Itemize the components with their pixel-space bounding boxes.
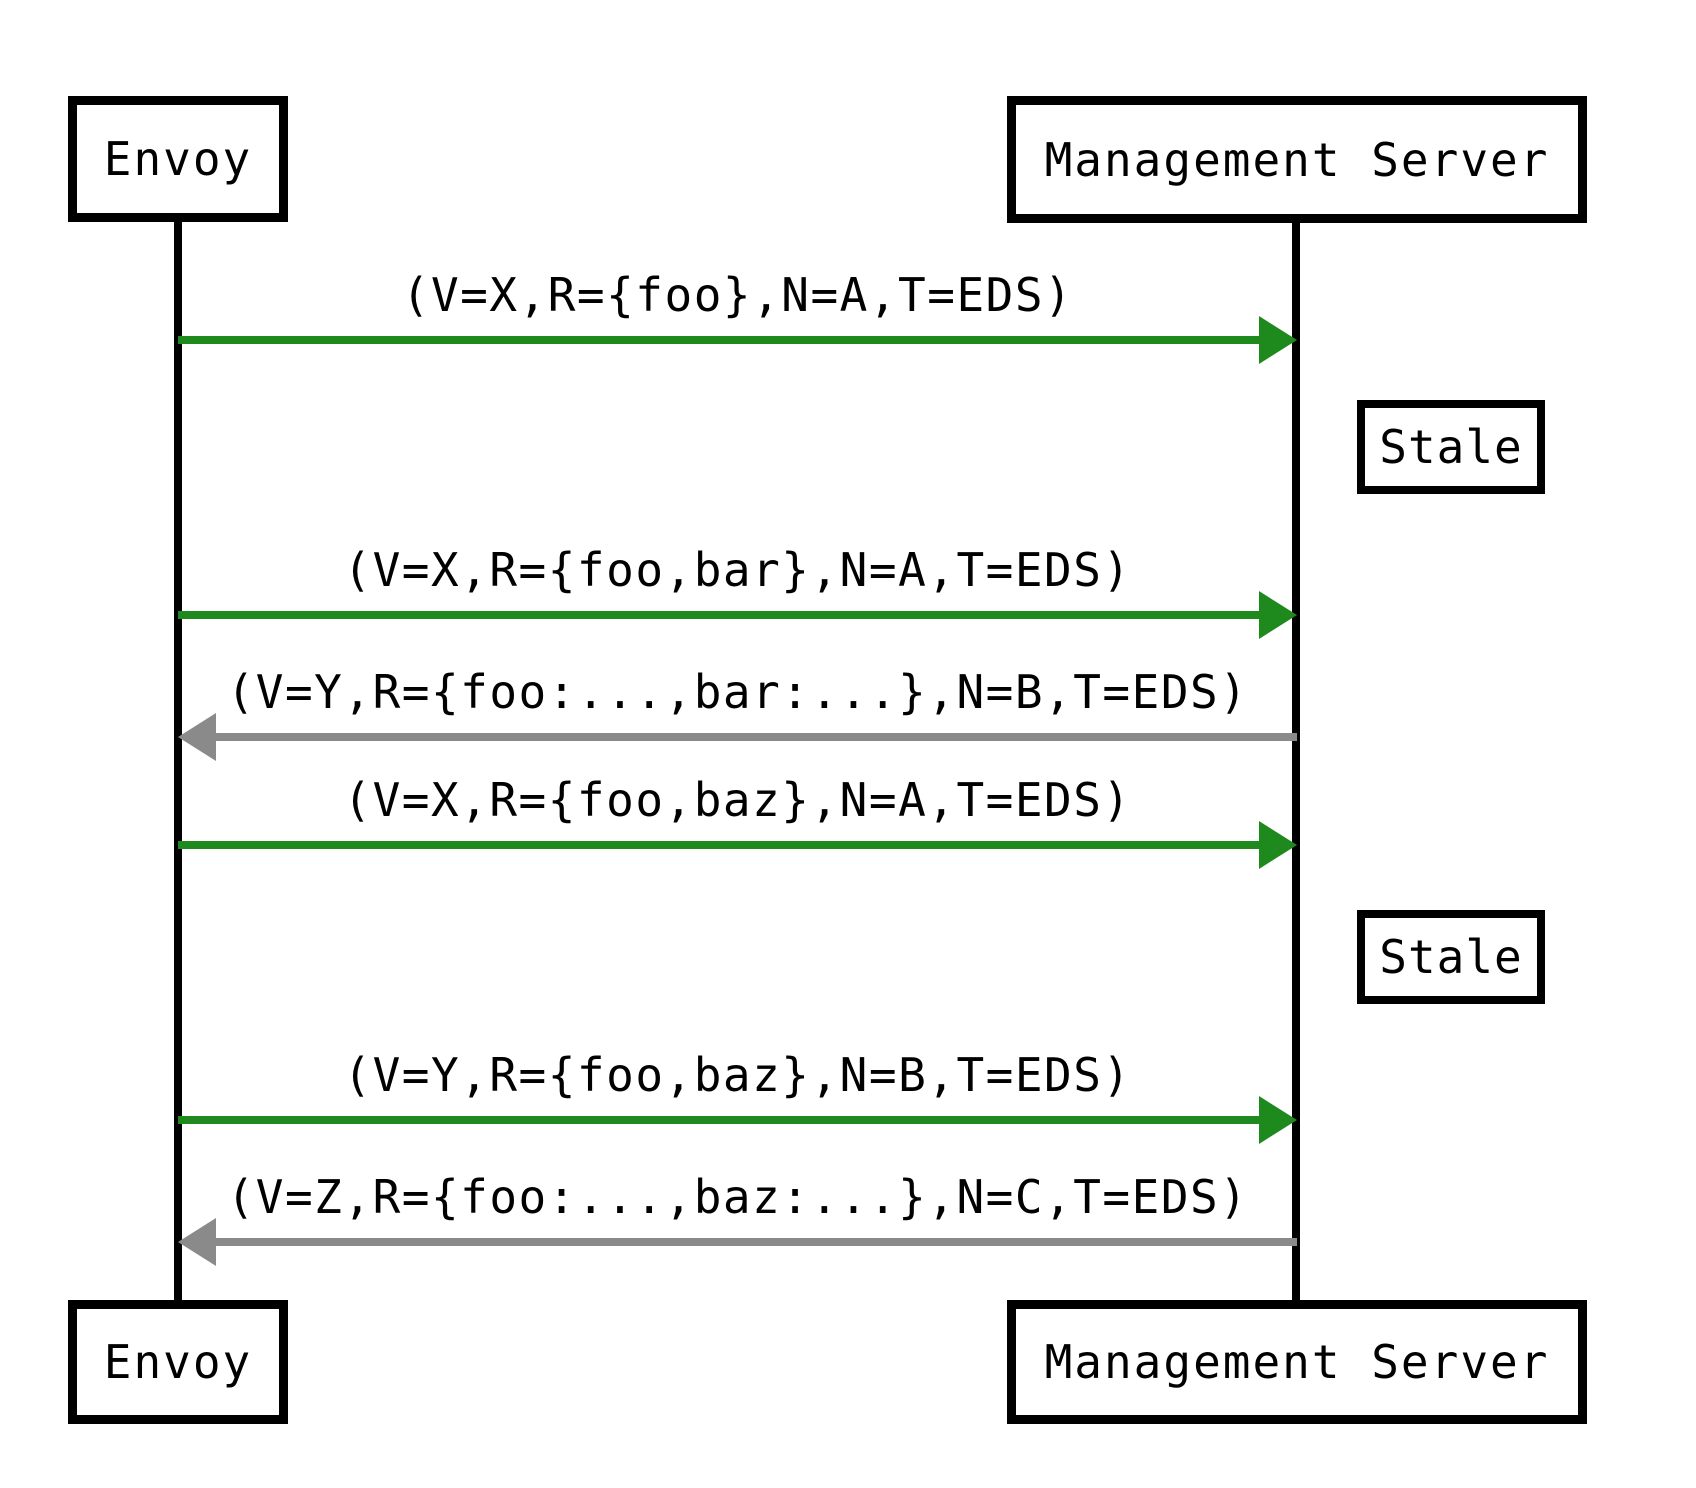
- lifeline-envoy: [174, 220, 182, 1302]
- actor-label-management-server-bottom: Management Server: [1044, 1335, 1550, 1389]
- arrowhead-right-icon: [1259, 821, 1297, 869]
- message-arrow-response: [178, 1218, 1297, 1266]
- arrowhead-left-icon: [178, 713, 216, 761]
- message-label: (V=Z,R={foo:...,baz:...},N=C,T=EDS): [226, 1170, 1249, 1224]
- message-arrow-response: [178, 713, 1297, 761]
- message-arrow-request: [178, 821, 1297, 869]
- arrowhead-right-icon: [1259, 316, 1297, 364]
- message-arrow-request: [178, 591, 1297, 639]
- message-arrow-request: [178, 1096, 1297, 1144]
- actor-label-envoy-bottom: Envoy: [103, 1335, 253, 1389]
- arrowhead-right-icon: [1259, 591, 1297, 639]
- arrow-shaft: [208, 1238, 1297, 1246]
- message-label: (V=X,R={foo},N=A,T=EDS): [401, 268, 1074, 322]
- message-label: (V=Y,R={foo,baz},N=B,T=EDS): [343, 1048, 1132, 1102]
- arrowhead-left-icon: [178, 1218, 216, 1266]
- actor-box-envoy-bottom: Envoy: [68, 1300, 288, 1424]
- actor-box-management-server-bottom: Management Server: [1007, 1300, 1587, 1424]
- arrowhead-right-icon: [1259, 1096, 1297, 1144]
- arrow-shaft: [178, 336, 1267, 344]
- message-label: (V=X,R={foo,bar},N=A,T=EDS): [343, 543, 1132, 597]
- actor-label-envoy-top: Envoy: [103, 132, 253, 186]
- note-box-stale: Stale: [1357, 400, 1545, 494]
- actor-box-envoy-top: Envoy: [68, 96, 288, 222]
- arrow-shaft: [178, 1116, 1267, 1124]
- actor-label-management-server-top: Management Server: [1044, 132, 1550, 187]
- message-label: (V=Y,R={foo:...,bar:...},N=B,T=EDS): [226, 665, 1249, 719]
- message-label: (V=X,R={foo,baz},N=A,T=EDS): [343, 773, 1132, 827]
- message-arrow-request: [178, 316, 1297, 364]
- note-box-stale: Stale: [1357, 910, 1545, 1004]
- arrow-shaft: [178, 611, 1267, 619]
- arrow-shaft: [208, 733, 1297, 741]
- actor-box-management-server-top: Management Server: [1007, 96, 1587, 223]
- note-label-stale: Stale: [1379, 930, 1523, 984]
- note-label-stale: Stale: [1379, 420, 1523, 474]
- arrow-shaft: [178, 841, 1267, 849]
- lifeline-management-server: [1292, 220, 1300, 1302]
